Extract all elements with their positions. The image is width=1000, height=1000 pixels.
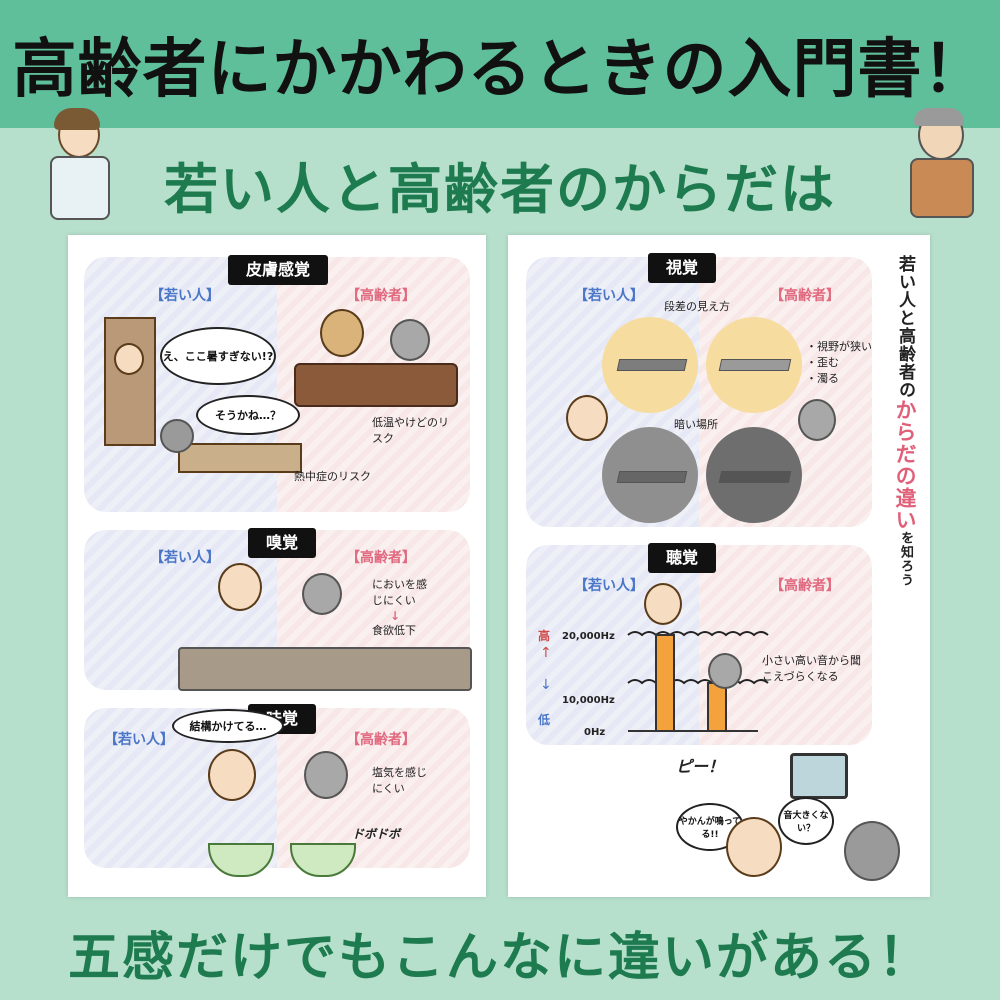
hearing-bar-1 xyxy=(707,682,727,732)
hearing-tick-20000: 20,000Hz xyxy=(562,631,615,642)
young-character-illustration xyxy=(40,108,120,222)
vertical-heading: 若い人と高齢者のからだの違いを知ろう xyxy=(890,255,920,635)
vision-young-label: 【若い人】 xyxy=(574,288,644,304)
vision-young-step xyxy=(616,359,688,371)
young-person-head xyxy=(114,343,144,375)
vision-young-dark-step xyxy=(616,471,688,483)
dining-table-illustration xyxy=(178,647,472,691)
kotatsu-illustration xyxy=(294,363,458,407)
tv-illustration xyxy=(790,753,848,799)
skin-young-speech: え、ここ暑すぎない!? xyxy=(160,327,276,385)
taste-old-label: 【高齢者】 xyxy=(346,732,416,748)
smell-elderly-head xyxy=(302,573,342,615)
taste-elderly-head xyxy=(304,751,348,799)
hearing-old-label: 【高齢者】 xyxy=(770,578,840,594)
hearing-old-speech: 音大きくない？ xyxy=(778,797,834,845)
scene-young-head xyxy=(726,817,782,877)
skin-old-speech: そうかね…？ xyxy=(196,395,300,435)
hearing-elderly-head xyxy=(708,653,742,689)
skin-old-label: 【高齢者】 xyxy=(346,288,416,304)
hearing-young-head xyxy=(644,583,682,625)
skin-title: 皮膚感覚 xyxy=(228,255,329,285)
vision-young-head xyxy=(566,395,608,441)
smell-young-head xyxy=(218,563,262,611)
table-illustration xyxy=(178,443,302,473)
hearing-low-label: 低 xyxy=(538,713,551,727)
vision-bullet-3: ・濁る xyxy=(806,372,839,385)
hearing-wave-0 xyxy=(627,631,769,637)
hearing-young-label: 【若い人】 xyxy=(574,578,644,594)
vision-old-label: 【高齢者】 xyxy=(770,288,840,304)
vision-dark-label: 暗い場所 xyxy=(674,418,718,431)
vision-title: 視覚 xyxy=(648,253,717,283)
smell-old-label: 【高齢者】 xyxy=(346,550,416,566)
door-illustration xyxy=(104,317,156,446)
old-side-elderly-head xyxy=(390,319,430,361)
skin-young-label: 【若い人】 xyxy=(150,288,220,304)
hearing-high-label: 高 xyxy=(538,629,551,643)
skin-note-young: 熱中症のリスク xyxy=(294,470,371,483)
hearing-tick-10000: 10,000Hz xyxy=(562,695,615,706)
top-banner xyxy=(0,0,1000,128)
smell-young-label: 【若い人】 xyxy=(150,550,220,566)
skin-note-old: 低温やけどのリスク xyxy=(372,416,449,445)
scene-elderly-head xyxy=(844,821,900,881)
hearing-note: 小さい高い音から聞こえづらくなる xyxy=(762,654,861,683)
taste-young-head xyxy=(208,749,256,801)
hearing-sfx: ピー！ xyxy=(676,757,725,776)
taste-young-speech: 結構かけてる… xyxy=(172,709,284,743)
taste-sfx: ドボドボ xyxy=(352,827,401,841)
elderly-character-illustration xyxy=(900,108,980,220)
vision-bullet-1: ・視野が狭い xyxy=(806,340,872,353)
left-page: 皮膚感覚 【若い人】 【高齢者】 え、ここ暑すぎない!? そうかね…？ 低温やけ… xyxy=(68,235,486,897)
smell-arrow: ↓ xyxy=(390,609,401,623)
vertical-heading-part1: 若い人と高齢者の xyxy=(895,255,915,399)
old-side-young-head xyxy=(320,309,364,357)
smell-title: 嗅覚 xyxy=(248,528,317,558)
main-title: 高齢者にかかわるときの入門書！ xyxy=(12,33,988,107)
hearing-chart xyxy=(627,631,769,732)
bottom-title: 五感だけでもこんなに違いがある！ xyxy=(67,928,932,988)
vision-bullet-2: ・歪む xyxy=(806,356,839,369)
vertical-heading-part2: からだの違い xyxy=(893,399,917,531)
vision-old-step xyxy=(718,359,792,371)
vertical-heading-part3: を知ろう xyxy=(898,531,913,587)
hearing-arrow-down: ↓ xyxy=(540,677,552,693)
hearing-bar-0 xyxy=(655,634,675,732)
vision-old-dark-step xyxy=(718,471,792,483)
taste-note: 塩気を感じにくい xyxy=(372,766,427,795)
hearing-wave-1 xyxy=(627,679,769,685)
elderly-person-head xyxy=(160,419,194,453)
hearing-arrow-up: ↑ xyxy=(540,645,552,661)
hearing-title: 聴覚 xyxy=(648,543,717,573)
smell-note-1: においを感じにくい xyxy=(372,578,427,607)
vision-elderly-head xyxy=(798,399,836,441)
right-page: 視覚 【若い人】 【高齢者】 段差の見え方 ・視野が狭い ・歪む ・濁る 暗い場… xyxy=(508,235,930,897)
sub-title: 若い人と高齢者のからだは xyxy=(164,158,836,221)
vision-step-label: 段差の見え方 xyxy=(664,300,730,313)
smell-note-2: 食欲低下 xyxy=(372,624,416,637)
hearing-tick-0: 0Hz xyxy=(584,727,606,738)
salad-bowl-old xyxy=(290,843,356,877)
taste-young-label: 【若い人】 xyxy=(104,732,174,748)
salad-bowl-young xyxy=(208,843,274,877)
